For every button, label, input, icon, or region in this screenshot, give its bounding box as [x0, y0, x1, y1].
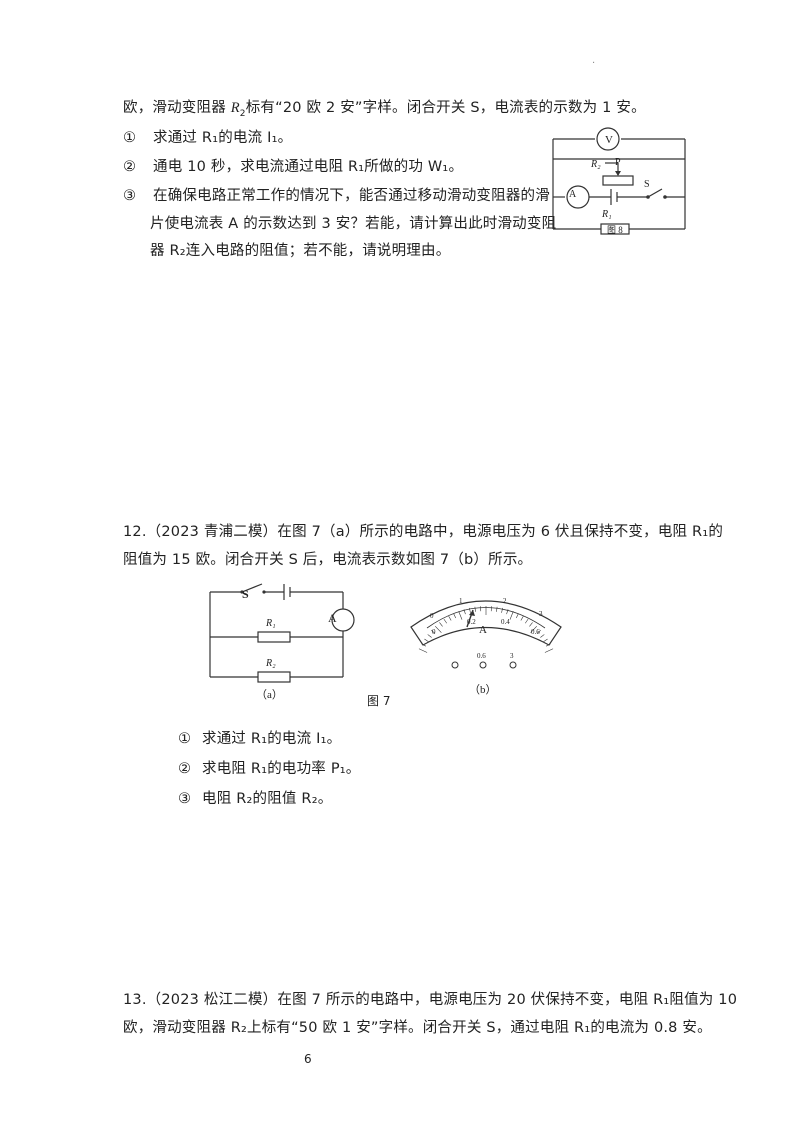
- dial-tick: [434, 625, 442, 633]
- dial-tick: [418, 648, 428, 653]
- q12-line2: 阻值为 15 欧。闭合开关 S 后，电流表示数如图 7（b）所示。: [123, 552, 533, 568]
- fig7-caption: 图 7: [367, 694, 391, 708]
- ammeter-dial-fig7b: 0 1 2 3 0 0.2 0.4 0.6 A 0.6 3 （b）: [410, 597, 562, 696]
- q11-item-3: ③ 在确保电路正常工作的情况下，能否通过移动滑动变阻器的滑: [123, 188, 550, 204]
- q11-intro: 欧，滑动变阻器 R2标有“20 欧 2 安”字样。闭合开关 S，电流表的示数为 …: [123, 100, 646, 119]
- dial-tick: [424, 638, 429, 642]
- q11-item-3-line3: 器 R₂连入电路的阻值；若不能，请说明理由。: [150, 243, 451, 259]
- q11-item-2: ② 通电 10 秒，求电流通过电阻 R₁所做的功 W₁。: [123, 159, 464, 175]
- circuit-diagram-fig7a: S A R₁ R₂ （a）: [209, 583, 355, 701]
- q12-item-2: ② 求电阻 R₁的电功率 P₁。: [178, 761, 361, 777]
- dial-tick: [520, 615, 524, 621]
- dial-tick: [544, 648, 554, 653]
- voltmeter-label: V: [605, 134, 613, 146]
- dial-tick: [536, 629, 541, 634]
- terminal-3: 3: [510, 652, 514, 660]
- dial-tick: [525, 618, 529, 624]
- terminal-0.6: 0.6: [477, 652, 486, 660]
- dial-tick: [439, 622, 443, 627]
- r1-label: R₁: [265, 618, 276, 629]
- fig8-caption: 图 8: [607, 225, 623, 235]
- dial-tick: [448, 615, 452, 621]
- dial-tick: [540, 634, 545, 638]
- dial-tick: [543, 638, 548, 642]
- dial-tick: [546, 643, 551, 647]
- circuit-diagram-fig8: V R₂ P S A R₁ 图 8: [552, 127, 686, 235]
- dial-tick: [427, 634, 432, 638]
- slider-p-label: P: [615, 157, 621, 168]
- dial-tick: [529, 622, 533, 627]
- dial-tick: [463, 609, 466, 615]
- r2-label: R₂: [265, 658, 276, 669]
- fig7a-caption: （a）: [256, 688, 283, 701]
- q11-item-3-line2: 片使电流表 A 的示数达到 3 安？若能，请计算出此时滑动变阻: [150, 216, 557, 232]
- dial-tick: [458, 611, 463, 620]
- bottom-scale-1: 0.2: [467, 618, 476, 626]
- top-scale-1: 1: [459, 597, 463, 605]
- dial-unit: A: [479, 624, 487, 636]
- top-scale-3: 3: [539, 610, 543, 618]
- switch-s-label: S: [242, 587, 249, 601]
- dial-tick: [530, 625, 538, 633]
- ammeter-label: A: [569, 189, 577, 200]
- dial-tick: [431, 629, 436, 634]
- dial-tick: [443, 618, 447, 624]
- top-scale-0: 0: [430, 612, 434, 620]
- dial-tick: [421, 643, 426, 647]
- bottom-scale-3: 0.6: [531, 628, 540, 636]
- page-number: 6: [304, 1052, 312, 1066]
- r1-label: R₁: [601, 209, 612, 220]
- q11-item-1: ① 求通过 R₁的电流 I₁。: [123, 130, 293, 146]
- dial-tick: [474, 606, 476, 612]
- ammeter-label: A: [328, 611, 337, 625]
- dial-tick: [453, 613, 457, 619]
- q13-line2: 欧，滑动变阻器 R₂上标有“50 欧 1 安”字样。闭合开关 S，通过电阻 R₁…: [123, 1020, 712, 1036]
- top-mark: ·: [592, 58, 596, 69]
- q12-item-3: ③ 电阻 R₂的阻值 R₂。: [178, 791, 333, 807]
- q12-line1: 12.（2023 青浦二模）在图 7（a）所示的电路中，电源电压为 6 伏且保持…: [123, 524, 724, 540]
- q12-item-1: ① 求通过 R₁的电流 I₁。: [178, 731, 342, 747]
- dial-tick: [515, 613, 519, 619]
- dial-tick: [469, 607, 471, 613]
- bottom-scale-2: 0.4: [501, 618, 510, 626]
- dial-tick: [496, 606, 498, 612]
- q13-line1: 13.（2023 松江二模）在图 7 所示的电路中，电源电压为 20 伏保持不变…: [123, 992, 738, 1008]
- switch-s-label: S: [644, 179, 650, 190]
- dial-tick: [501, 607, 503, 613]
- dial-tick: [509, 611, 514, 620]
- dial-tick: [506, 609, 509, 615]
- r2-label: R₂: [590, 159, 601, 170]
- fig7b-caption: （b）: [469, 683, 497, 696]
- top-scale-2: 2: [503, 597, 507, 605]
- bottom-scale-0: 0: [432, 628, 436, 636]
